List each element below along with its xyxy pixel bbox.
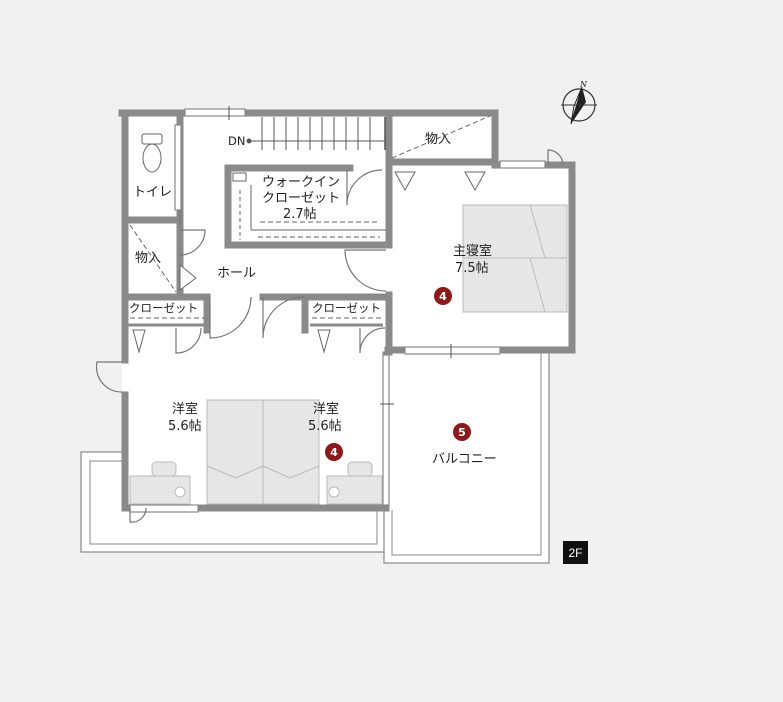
svg-text:2F: 2F [568,546,582,560]
west-bed [206,399,264,505]
east-room-size: 5.6帖 [308,419,342,434]
svg-text:4: 4 [330,446,338,459]
toilet-fixture [141,133,163,173]
closet-right-label: クローゼット [312,301,381,315]
desks [129,461,383,505]
walkin-label-1: ウォークイン [262,175,340,190]
folding-doors [132,171,486,354]
toilet-label: トイレ [133,185,172,200]
compass-icon: N [561,80,597,125]
east-room-name: 洋室 [313,401,339,417]
storage-left-label: 物入 [135,251,161,266]
marker-balcony: 5 [453,423,471,441]
west-room-name: 洋室 [172,401,198,417]
closet-left-label: クローゼット [129,301,198,315]
windows [129,108,546,513]
marker-master: 4 [434,287,452,305]
marker-east-room: 4 [325,443,343,461]
beds [206,204,568,505]
svg-text:N: N [579,80,588,89]
svg-text:4: 4 [439,290,447,303]
walkin-label-2: クローゼット [262,191,340,206]
walls [118,109,576,512]
master-bed-2 [462,257,568,313]
walkin-shelves [232,172,386,240]
master-room-size: 7.5帖 [455,261,489,276]
balcony-label: バルコニー [432,452,497,467]
floor-badge: 2F [563,541,588,564]
walkin-size: 2.7帖 [283,207,317,222]
doors [95,149,564,523]
east-bed [262,399,320,505]
storage-top-label: 物入 [425,132,451,147]
stair-dn-label: DN [228,134,245,148]
west-room-size: 5.6帖 [168,419,202,434]
master-room-name: 主寝室 [453,243,492,259]
hall-label: ホール [217,266,256,281]
master-bed-1 [462,204,568,259]
stairs [246,117,386,150]
svg-text:5: 5 [458,426,466,439]
storage-diagonals [129,115,491,293]
